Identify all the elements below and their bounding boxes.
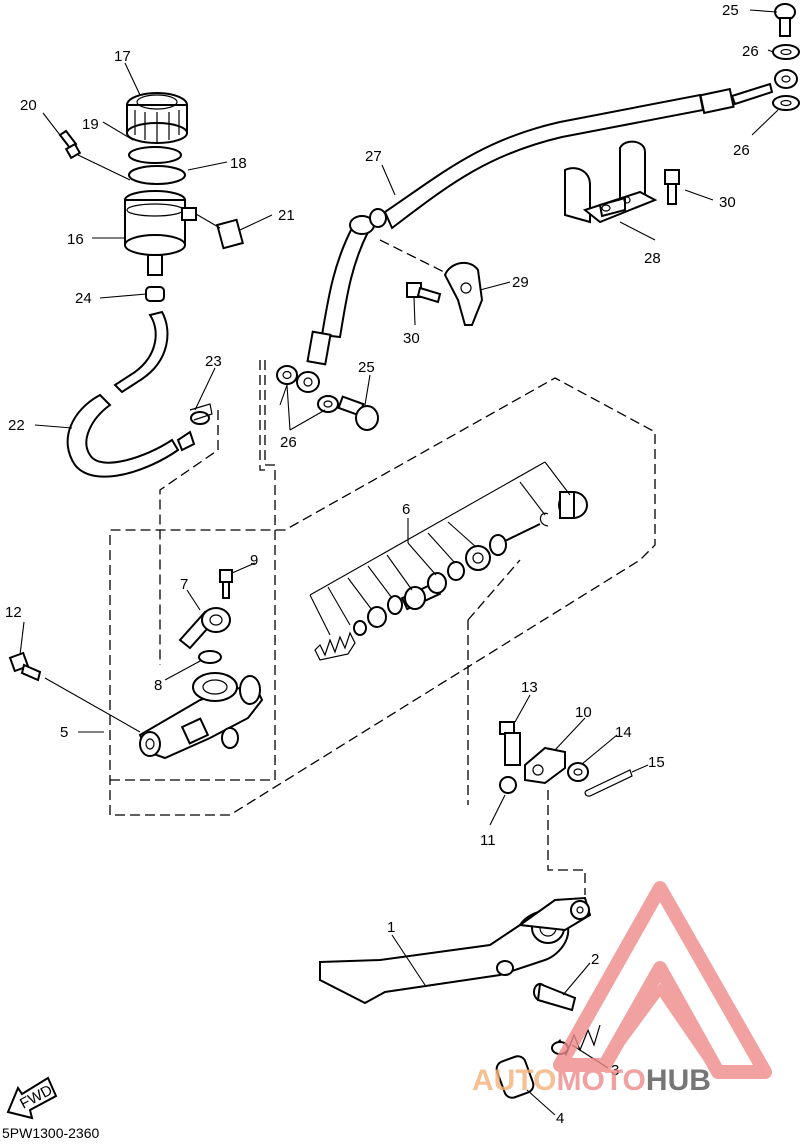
callout-3: 3 <box>611 1062 619 1079</box>
callout-25-top: 25 <box>722 2 739 19</box>
callout-14: 14 <box>615 724 632 741</box>
watermark-triangle-logo <box>553 881 772 1079</box>
callout-30-right: 30 <box>719 194 736 211</box>
reservoir-assembly <box>58 92 244 302</box>
callout-20: 20 <box>20 97 37 114</box>
callout-numbers: 1 2 3 4 5 6 7 8 9 10 11 12 13 14 15 16 1… <box>5 2 759 1127</box>
callout-16: 16 <box>67 231 84 248</box>
catalog-code: 5PW1300-2360 <box>2 1125 100 1141</box>
callout-21: 21 <box>278 207 295 224</box>
callout-5: 5 <box>60 724 68 741</box>
callout-26-top: 26 <box>742 43 759 60</box>
hose-assembly <box>66 310 213 478</box>
piston-kit <box>309 461 588 661</box>
callout-23: 23 <box>205 353 222 370</box>
callout-15: 15 <box>648 754 665 771</box>
callout-25-mid: 25 <box>358 359 375 376</box>
hose-brackets <box>406 140 680 326</box>
callout-6: 6 <box>402 501 410 518</box>
callout-29: 29 <box>512 274 529 291</box>
callout-12: 12 <box>5 604 22 621</box>
leader-lines <box>19 9 779 1116</box>
callout-27: 27 <box>365 148 382 165</box>
callout-4: 4 <box>556 1110 564 1127</box>
callout-2: 2 <box>591 951 599 968</box>
watermark-text: AUTOMOTOHUB <box>472 1064 711 1097</box>
brake-hose <box>276 3 800 431</box>
callout-30-mid: 30 <box>403 330 420 347</box>
callout-9: 9 <box>250 552 258 569</box>
watermark-text-auto: AUTO <box>472 1064 556 1097</box>
callout-22: 22 <box>8 417 25 434</box>
assembly-outline <box>109 239 656 895</box>
watermark-text-moto: MOTO <box>556 1064 645 1097</box>
brake-pedal <box>319 721 633 1099</box>
callout-8: 8 <box>154 677 162 694</box>
callout-7: 7 <box>180 576 188 593</box>
callout-11: 11 <box>480 832 496 849</box>
callout-13: 13 <box>521 679 538 696</box>
master-cylinder <box>8 569 264 760</box>
callout-24: 24 <box>75 290 92 307</box>
callout-18: 18 <box>230 155 247 172</box>
callout-1: 1 <box>387 919 395 936</box>
fwd-arrow-icon: FWD <box>6 1076 58 1120</box>
watermark-text-hub: HUB <box>646 1064 711 1097</box>
callout-19: 19 <box>82 116 99 133</box>
watermark-logo: AUTOMOTOHUB <box>472 881 772 1097</box>
callout-28: 28 <box>644 250 661 267</box>
callout-26-right: 26 <box>733 142 750 159</box>
callout-26-mid: 26 <box>280 434 297 451</box>
callout-17: 17 <box>114 48 131 65</box>
callout-10: 10 <box>575 704 592 721</box>
